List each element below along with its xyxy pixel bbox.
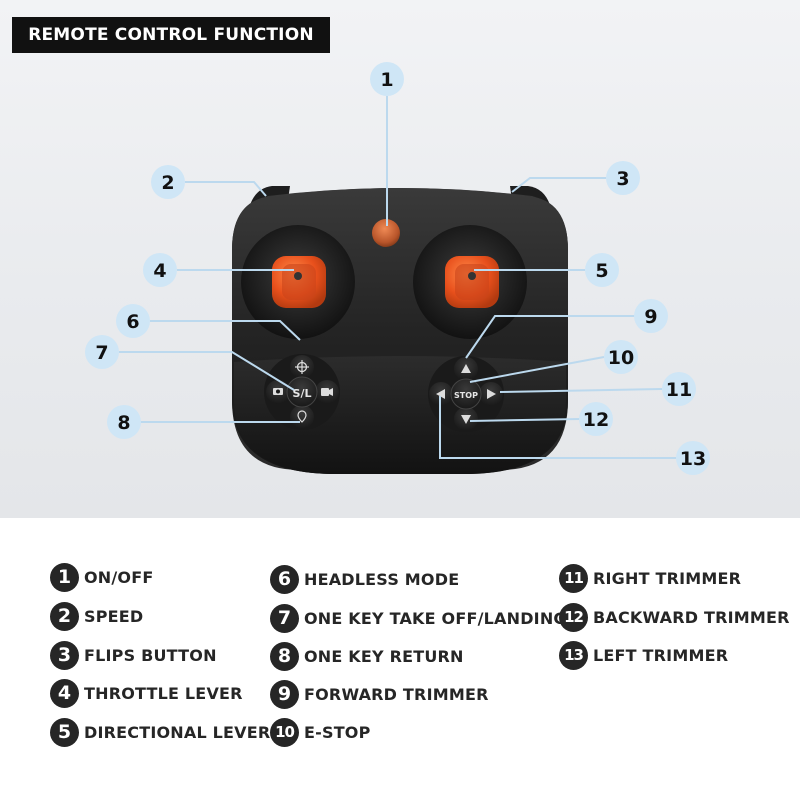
svg-text:9: 9: [644, 306, 657, 328]
svg-text:6: 6: [126, 311, 139, 333]
callout-1: 1: [370, 62, 404, 96]
callout-9: 9: [634, 299, 668, 333]
legend-item-e-stop: 10 E-STOP: [270, 717, 371, 747]
legend-number-badge: 11: [559, 563, 588, 593]
svg-text:4: 4: [153, 260, 166, 282]
legend: 1 ON/OFF 2 SPEED 3 FLIPS BUTTON 4 THROTT…: [0, 518, 800, 800]
video-camera-icon: [321, 388, 329, 396]
legend-item-on-off: 1 ON/OFF: [50, 562, 154, 592]
legend-label: ONE KEY TAKE OFF/LANDING: [304, 608, 567, 628]
callout-6: 6: [116, 304, 150, 338]
svg-text:10: 10: [608, 347, 634, 369]
page-title: REMOTE CONTROL FUNCTION: [12, 17, 330, 53]
callout-2: 2: [151, 165, 185, 199]
legend-number-badge: 6: [270, 564, 299, 594]
legend-label: BACKWARD TRIMMER: [593, 607, 790, 627]
callout-8: 8: [107, 405, 141, 439]
location-pin-icon: [297, 410, 307, 423]
legend-number-badge: 3: [50, 640, 79, 670]
legend-item-headless-mode: 6 HEADLESS MODE: [270, 564, 459, 594]
callout-12: 12: [579, 402, 613, 436]
legend-number-badge: 8: [270, 641, 299, 671]
legend-item-take-off-landing: 7 ONE KEY TAKE OFF/LANDING: [270, 603, 567, 633]
legend-label: THROTTLE LEVER: [84, 683, 243, 703]
legend-item-backward-trimmer: 12 BACKWARD TRIMMER: [559, 602, 790, 632]
svg-text:11: 11: [666, 379, 692, 401]
legend-number-badge: 2: [50, 601, 79, 631]
legend-item-throttle-lever: 4 THROTTLE LEVER: [50, 678, 243, 708]
legend-label: RIGHT TRIMMER: [593, 568, 742, 588]
callout-4: 4: [143, 253, 177, 287]
takeoff-landing-button[interactable]: [286, 376, 318, 408]
svg-text:1: 1: [380, 69, 393, 91]
left-button-cluster: S/L: [264, 354, 340, 430]
svg-text:8: 8: [117, 412, 130, 434]
svg-text:13: 13: [680, 448, 706, 470]
legend-label: FLIPS BUTTON: [84, 645, 217, 665]
legend-item-left-trimmer: 13 LEFT TRIMMER: [559, 640, 728, 670]
one-key-return-button[interactable]: [290, 405, 314, 429]
legend-number-badge: 12: [559, 602, 588, 632]
right-button-cluster: STOP: [428, 356, 504, 432]
callout-5: 5: [585, 253, 619, 287]
legend-item-one-key-return: 8 ONE KEY RETURN: [270, 641, 464, 671]
arrow-up-icon: [461, 364, 471, 373]
legend-label: SPEED: [84, 606, 144, 626]
legend-label: ON/OFF: [84, 567, 154, 587]
legend-item-flips-button: 3 FLIPS BUTTON: [50, 640, 217, 670]
callout-7: 7: [85, 335, 119, 369]
power-button[interactable]: [372, 219, 400, 247]
legend-number-badge: 9: [270, 679, 299, 709]
arrow-down-icon: [461, 415, 471, 424]
leader-lines: [119, 96, 676, 459]
throttle-lever[interactable]: [272, 256, 326, 308]
legend-number-badge: 10: [270, 717, 299, 747]
legend-label: FORWARD TRIMMER: [304, 684, 489, 704]
legend-item-forward-trimmer: 9 FORWARD TRIMMER: [270, 679, 489, 709]
legend-label: ONE KEY RETURN: [304, 646, 464, 666]
callout-11: 11: [662, 372, 696, 406]
callout-10: 10: [604, 340, 638, 374]
sl-button-label: S/L: [293, 387, 312, 400]
arrow-left-icon: [436, 389, 445, 399]
legend-number-badge: 13: [559, 640, 588, 670]
legend-number-badge: 4: [50, 678, 79, 708]
legend-label: DIRECTIONAL LEVER: [84, 722, 271, 742]
svg-text:5: 5: [595, 260, 608, 282]
legend-label: E-STOP: [304, 722, 371, 742]
e-stop-button[interactable]: [450, 378, 482, 410]
legend-item-right-trimmer: 11 RIGHT TRIMMER: [559, 563, 741, 593]
legend-label: HEADLESS MODE: [304, 569, 460, 589]
svg-text:7: 7: [95, 342, 108, 364]
callout-13: 13: [676, 441, 710, 475]
arrow-right-icon: [487, 389, 496, 399]
legend-number-badge: 1: [50, 562, 79, 592]
legend-label: LEFT TRIMMER: [593, 645, 729, 665]
legend-item-directional-lever: 5 DIRECTIONAL LEVER: [50, 717, 270, 747]
svg-text:3: 3: [616, 168, 629, 190]
legend-number-badge: 7: [270, 603, 299, 633]
svg-text:12: 12: [583, 409, 609, 431]
remote-control-diagram: S/L STOP 1 2 3 4 5 6 7 8 9 10 11: [85, 62, 710, 475]
directional-lever[interactable]: [445, 256, 499, 308]
legend-item-speed: 2 SPEED: [50, 601, 143, 631]
legend-number-badge: 5: [50, 717, 79, 747]
stop-button-label: STOP: [454, 391, 478, 400]
callout-3: 3: [606, 161, 640, 195]
svg-text:2: 2: [161, 172, 174, 194]
